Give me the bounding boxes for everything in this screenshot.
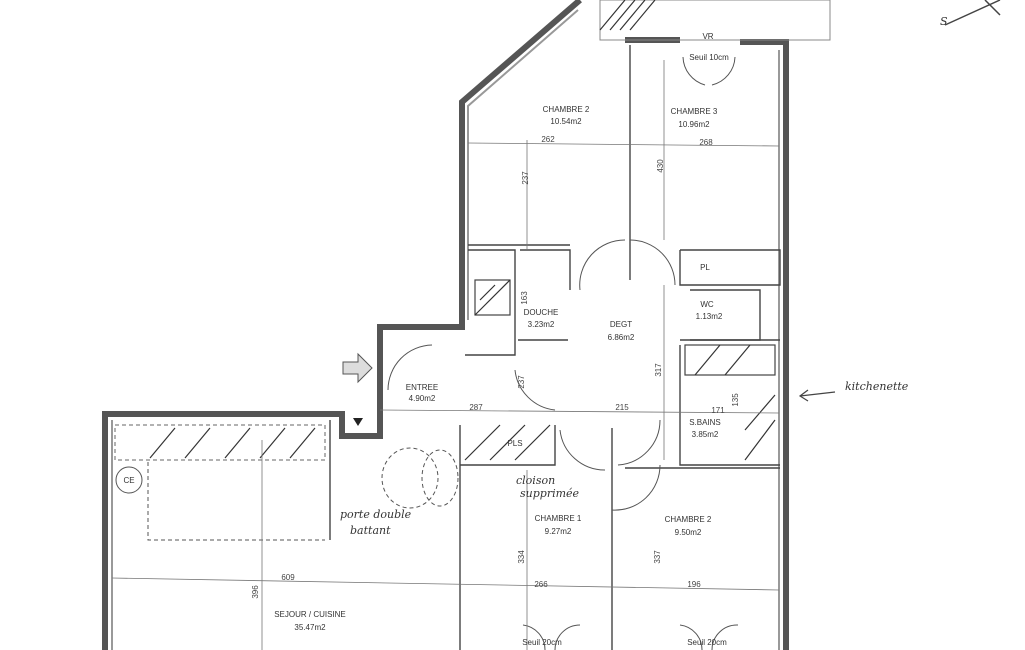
bathroom-fixtures — [464, 279, 776, 461]
kitchen-counter — [114, 424, 459, 541]
room-name: S.BAINS — [689, 418, 721, 427]
dimension-label: 196 — [687, 580, 701, 589]
dimension-label: 609 — [281, 573, 295, 582]
annotation-porte-line2: battant — [350, 524, 391, 537]
room-area: 35.47m2 — [294, 623, 326, 632]
electrical-panel-icon — [353, 418, 363, 426]
room-area: 3.23m2 — [528, 320, 555, 329]
room-area: 4.90m2 — [409, 394, 436, 403]
dimension-label: 262 — [541, 135, 555, 144]
dimension-lines — [111, 60, 780, 650]
fixture-label: PL — [700, 263, 710, 272]
room-name: SEJOUR / CUISINE — [274, 610, 346, 619]
compass-label: S — [940, 15, 948, 28]
threshold-label: Seuil 20cm — [687, 638, 727, 647]
room-area: 1.13m2 — [696, 312, 723, 321]
dimension-label: 266 — [534, 580, 548, 589]
room-name: ENTREE — [406, 383, 438, 392]
room-name: CHAMBRE 3 — [671, 107, 718, 116]
dimension-label: 287 — [469, 403, 483, 412]
threshold-label: Seuil 10cm — [689, 53, 729, 62]
room-name: CHAMBRE 1 — [535, 514, 582, 523]
dimension-label: 268 — [699, 138, 713, 147]
room-area: 6.86m2 — [608, 333, 635, 342]
threshold-label: Seuil 20cm — [522, 638, 562, 647]
dimension-label: 317 — [654, 363, 663, 377]
entry-arrow-icon — [342, 352, 373, 384]
fixture-label: CE — [123, 476, 134, 485]
annotation-porte-line1: porte double — [340, 508, 412, 521]
dimension-label: 135 — [731, 393, 740, 407]
annotation-cloison-line2: supprimée — [520, 487, 580, 500]
annotation-kitchenette: kitchenette — [845, 380, 909, 393]
fixture-label: PLS — [507, 439, 522, 448]
dimension-label: 171 — [711, 406, 725, 415]
room-area: 10.96m2 — [678, 120, 710, 129]
outer-walls — [102, 0, 789, 650]
compass-icon — [944, 0, 1001, 26]
dimension-label: 163 — [520, 291, 529, 305]
room-name: CHAMBRE 2 — [543, 105, 590, 114]
room-area: 10.54m2 — [550, 117, 582, 126]
room-name: DOUCHE — [524, 308, 559, 317]
interior-walls — [329, 45, 781, 650]
room-area: 9.50m2 — [675, 528, 702, 537]
room-name: DEGT — [610, 320, 632, 329]
annotation-cloison-line1: cloison — [516, 474, 555, 487]
dimension-label: 430 — [656, 159, 665, 173]
dimension-label: 215 — [615, 403, 629, 412]
room-name: WC — [700, 300, 714, 309]
fixture-label: VR — [702, 32, 713, 41]
room-name: CHAMBRE 2 — [665, 515, 712, 524]
annotation-arrow-icon — [798, 389, 836, 402]
doors — [387, 56, 739, 650]
dimension-label: 237 — [521, 171, 530, 185]
dimension-label: 237 — [517, 375, 526, 389]
room-area: 9.27m2 — [545, 527, 572, 536]
dimension-label: 396 — [251, 585, 260, 599]
balcony — [599, 0, 831, 41]
room-area: 3.85m2 — [692, 430, 719, 439]
dimension-label: 337 — [653, 550, 662, 564]
dimension-label: 334 — [517, 550, 526, 564]
